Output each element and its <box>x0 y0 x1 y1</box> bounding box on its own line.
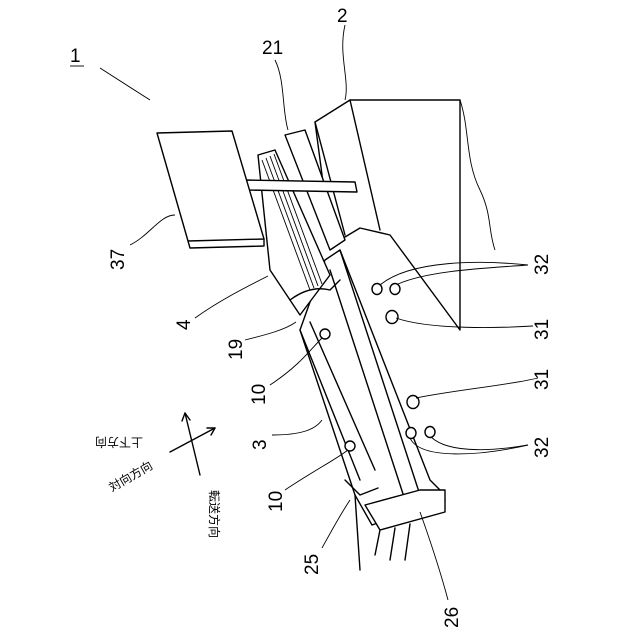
main-body-break-line <box>460 100 495 250</box>
direction-indicator <box>170 413 215 475</box>
label-31a: 31 <box>532 319 553 340</box>
label-10a: 10 <box>249 384 270 405</box>
leader-32b-1 <box>410 438 528 454</box>
leader-31b <box>416 378 538 398</box>
leader-31a <box>396 318 533 328</box>
label-32b: 32 <box>532 437 553 458</box>
direction-labels: 上下方向 対向方向 転送方向 <box>95 435 222 538</box>
leader-19 <box>245 322 296 340</box>
leg-4 <box>355 495 360 570</box>
label-26: 26 <box>442 607 463 628</box>
hole-32-d <box>425 427 435 438</box>
hole-31-a <box>386 311 398 324</box>
label-vertical-direction: 上下方向 <box>95 435 143 450</box>
label-32a: 32 <box>532 254 553 275</box>
label-21: 21 <box>262 38 283 59</box>
leader-3 <box>272 420 322 435</box>
leg-1 <box>375 530 380 555</box>
label-transport-direction: 転送方向 <box>207 490 222 538</box>
label-25: 25 <box>302 554 323 575</box>
transport-axis <box>185 413 200 475</box>
leader-2 <box>343 25 347 100</box>
leader-1 <box>100 68 150 100</box>
facing-axis <box>170 428 215 452</box>
label-37: 37 <box>108 249 129 270</box>
label-1: 1 <box>70 46 81 67</box>
leader-25 <box>322 500 350 548</box>
leader-26 <box>420 512 448 600</box>
leg-3 <box>405 524 410 560</box>
leader-4 <box>195 276 268 318</box>
leader-21 <box>275 60 288 130</box>
leader-10b <box>285 450 348 490</box>
label-4: 4 <box>174 319 195 330</box>
leader-37 <box>130 215 175 245</box>
bolt-10-a <box>320 329 330 339</box>
leg-2 <box>390 528 395 560</box>
label-2: 2 <box>337 6 348 27</box>
hole-32-c <box>406 428 416 439</box>
plate-37 <box>157 131 264 241</box>
bolt-10-b <box>345 441 355 451</box>
label-3: 3 <box>250 439 271 450</box>
label-19: 19 <box>226 339 247 360</box>
label-facing-direction: 対向方向 <box>106 458 155 495</box>
label-31b: 31 <box>532 369 553 390</box>
hole-32-b <box>390 284 400 295</box>
label-10b: 10 <box>266 491 287 512</box>
rod <box>245 180 357 192</box>
